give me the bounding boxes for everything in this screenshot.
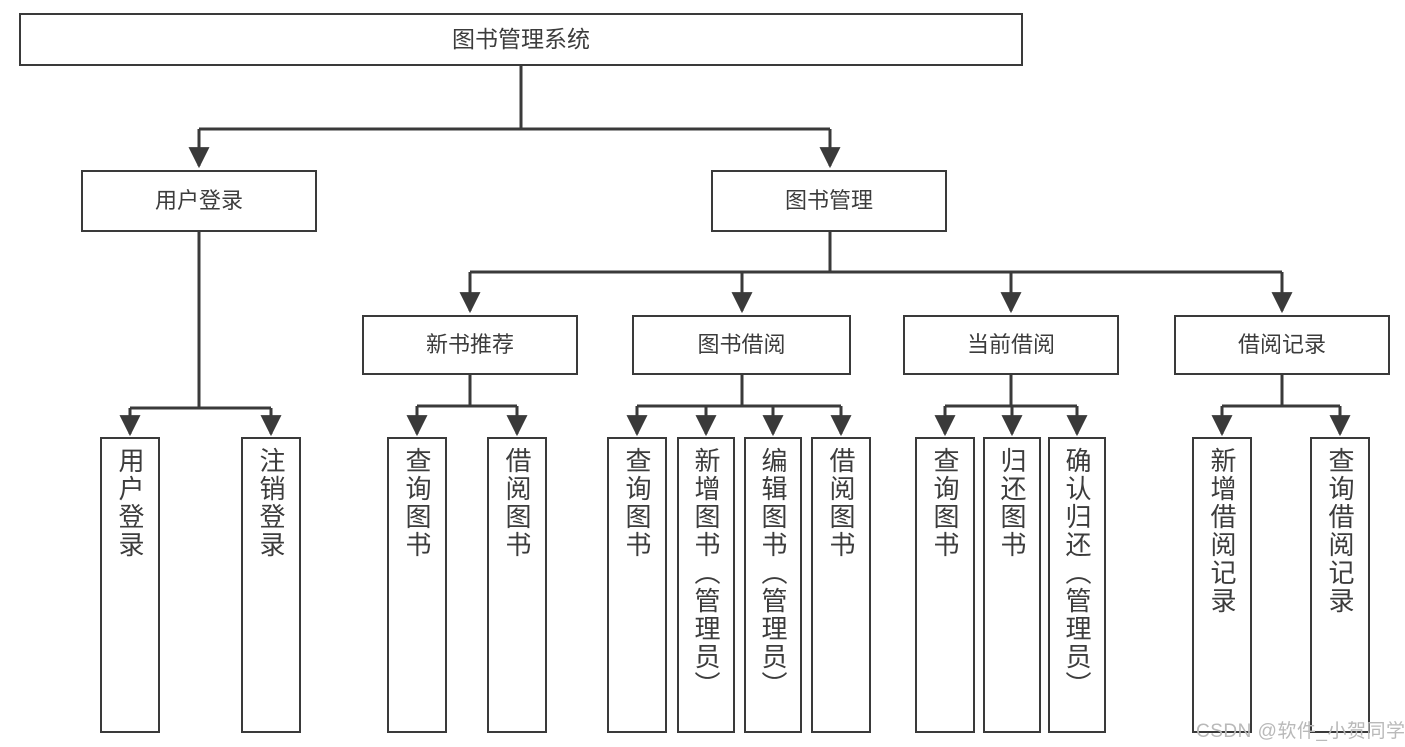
node-leaf-borrow-book-2[interactable]: 借阅图书 [811, 437, 871, 733]
node-leaf-borrow-book-1[interactable]: 借阅图书 [487, 437, 547, 733]
node-leaf-query-record[interactable]: 查询借阅记录 [1310, 437, 1370, 733]
node-leaf-return-book-label: 归还图书 [997, 447, 1027, 559]
node-leaf-confirm-return-label: 确认归还（管理员） [1062, 447, 1092, 699]
node-new-book-recommend-label: 新书推荐 [425, 332, 514, 358]
node-leaf-add-record-label: 新增借阅记录 [1207, 447, 1237, 615]
watermark: CSDN @软件_小贺同学 [1196, 721, 1405, 742]
node-leaf-logout-label: 注销登录 [256, 447, 286, 559]
node-leaf-query-book-3-label: 查询图书 [930, 447, 960, 559]
node-book-borrow[interactable]: 图书借阅 [632, 315, 851, 375]
node-leaf-query-book-2-label: 查询图书 [622, 447, 652, 559]
node-leaf-borrow-book-1-label: 借阅图书 [502, 447, 532, 559]
node-book-manage[interactable]: 图书管理 [711, 170, 947, 232]
node-leaf-borrow-book-2-label: 借阅图书 [826, 447, 856, 559]
node-current-borrow-label: 当前借阅 [966, 332, 1055, 358]
node-leaf-query-record-label: 查询借阅记录 [1325, 447, 1355, 615]
node-leaf-add-record[interactable]: 新增借阅记录 [1192, 437, 1252, 733]
node-leaf-confirm-return[interactable]: 确认归还（管理员） [1048, 437, 1106, 733]
node-current-borrow[interactable]: 当前借阅 [903, 315, 1119, 375]
node-leaf-add-book-label: 新增图书（管理员） [691, 447, 721, 699]
node-leaf-user-login-label: 用户登录 [115, 447, 145, 559]
node-book-borrow-label: 图书借阅 [697, 332, 786, 358]
node-book-manage-label: 图书管理 [784, 188, 873, 214]
node-leaf-user-login[interactable]: 用户登录 [100, 437, 160, 733]
node-leaf-query-book-1[interactable]: 查询图书 [387, 437, 447, 733]
node-borrow-record-label: 借阅记录 [1237, 332, 1326, 358]
node-leaf-return-book[interactable]: 归还图书 [983, 437, 1041, 733]
node-new-book-recommend[interactable]: 新书推荐 [362, 315, 578, 375]
node-borrow-record[interactable]: 借阅记录 [1174, 315, 1390, 375]
node-leaf-query-book-2[interactable]: 查询图书 [607, 437, 667, 733]
node-leaf-edit-book[interactable]: 编辑图书（管理员） [744, 437, 802, 733]
node-root[interactable]: 图书管理系统 [19, 13, 1023, 66]
node-user-login-label: 用户登录 [154, 188, 243, 214]
node-leaf-add-book[interactable]: 新增图书（管理员） [677, 437, 735, 733]
node-leaf-logout[interactable]: 注销登录 [241, 437, 301, 733]
node-leaf-query-book-3[interactable]: 查询图书 [915, 437, 975, 733]
node-leaf-edit-book-label: 编辑图书（管理员） [758, 447, 788, 699]
node-leaf-query-book-1-label: 查询图书 [402, 447, 432, 559]
node-user-login[interactable]: 用户登录 [81, 170, 317, 232]
node-root-label: 图书管理系统 [452, 25, 590, 52]
